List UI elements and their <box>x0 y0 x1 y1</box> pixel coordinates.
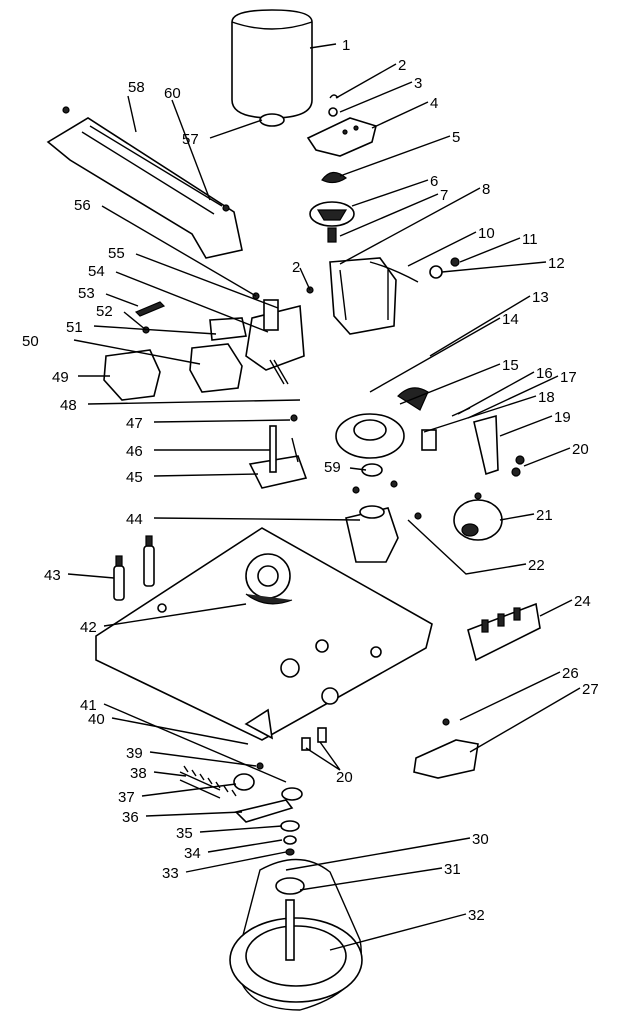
label-part-52: 52 <box>96 303 113 320</box>
terminal-strip <box>467 602 541 662</box>
arm-assembly <box>248 414 308 489</box>
label-part-16: 16 <box>536 365 553 382</box>
label-part-15: 15 <box>502 357 519 374</box>
left-switch-block <box>103 301 247 401</box>
label-part-41: 41 <box>80 697 97 714</box>
label-part-2-lower: 2 <box>292 259 300 276</box>
label-part-48: 48 <box>60 397 77 414</box>
label-part-26: 26 <box>562 665 579 682</box>
label-part-13: 13 <box>532 289 549 306</box>
turntable-platter-parts <box>335 387 499 477</box>
screws-20-bottom <box>301 727 327 751</box>
label-part-59: 59 <box>324 459 341 476</box>
label-part-60: 60 <box>164 85 181 102</box>
pulley-belt <box>229 858 363 1011</box>
label-part-22: 22 <box>528 557 545 574</box>
label-part-21: 21 <box>536 507 553 524</box>
label-part-8: 8 <box>482 181 490 198</box>
label-part-3: 3 <box>414 75 422 92</box>
label-part-5: 5 <box>452 129 460 146</box>
label-part-24: 24 <box>574 593 591 610</box>
top-plate <box>46 106 243 259</box>
motor-mount-44 <box>345 505 399 563</box>
label-part-31: 31 <box>444 861 461 878</box>
lever-27 <box>413 718 479 779</box>
label-part-42: 42 <box>80 619 97 636</box>
label-part-1: 1 <box>342 37 350 54</box>
chassis-plate <box>95 527 433 741</box>
label-part-12: 12 <box>548 255 565 272</box>
label-part-54: 54 <box>88 263 105 280</box>
idler-parts <box>179 762 303 856</box>
label-part-56: 56 <box>74 197 91 214</box>
motor-can <box>231 9 313 127</box>
label-part-45: 45 <box>126 469 143 486</box>
label-part-51: 51 <box>66 319 83 336</box>
plugs-43 <box>113 535 155 601</box>
label-part-58: 58 <box>128 79 145 96</box>
label-part-34: 34 <box>184 845 201 862</box>
label-part-4: 4 <box>430 95 438 112</box>
right-bracket <box>306 257 460 335</box>
label-part-55: 55 <box>108 245 125 262</box>
label-part-50: 50 <box>22 333 39 350</box>
leader-lines <box>67 43 581 951</box>
label-part-32: 32 <box>468 907 485 924</box>
label-part-18: 18 <box>538 389 555 406</box>
label-part-30: 30 <box>472 831 489 848</box>
label-part-17: 17 <box>560 369 577 386</box>
part-labels: 1 2 3 4 5 6 7 8 10 11 12 13 14 15 16 17 … <box>22 37 599 924</box>
label-part-33: 33 <box>162 865 179 882</box>
label-part-37: 37 <box>118 789 135 806</box>
label-part-20-upper: 20 <box>572 441 589 458</box>
label-part-7: 7 <box>440 187 448 204</box>
label-part-19: 19 <box>554 409 571 426</box>
upper-small-parts <box>306 94 377 243</box>
label-part-11: 11 <box>522 231 538 248</box>
label-part-20-lower: 20 <box>336 769 353 786</box>
small-motor <box>352 455 525 541</box>
label-part-2: 2 <box>398 57 406 74</box>
label-part-49: 49 <box>52 369 69 386</box>
label-part-53: 53 <box>78 285 95 302</box>
label-part-44: 44 <box>126 511 143 528</box>
label-part-40: 40 <box>88 711 105 728</box>
label-part-27: 27 <box>582 681 599 698</box>
label-part-35: 35 <box>176 825 193 842</box>
label-part-14: 14 <box>502 311 519 328</box>
label-part-57: 57 <box>182 131 199 148</box>
label-part-36: 36 <box>122 809 139 826</box>
label-part-39: 39 <box>126 745 143 762</box>
label-part-46: 46 <box>126 443 143 460</box>
label-part-38: 38 <box>130 765 147 782</box>
label-part-47: 47 <box>126 415 143 432</box>
label-part-6: 6 <box>430 173 438 190</box>
label-part-43: 43 <box>44 567 61 584</box>
label-part-10: 10 <box>478 225 495 242</box>
